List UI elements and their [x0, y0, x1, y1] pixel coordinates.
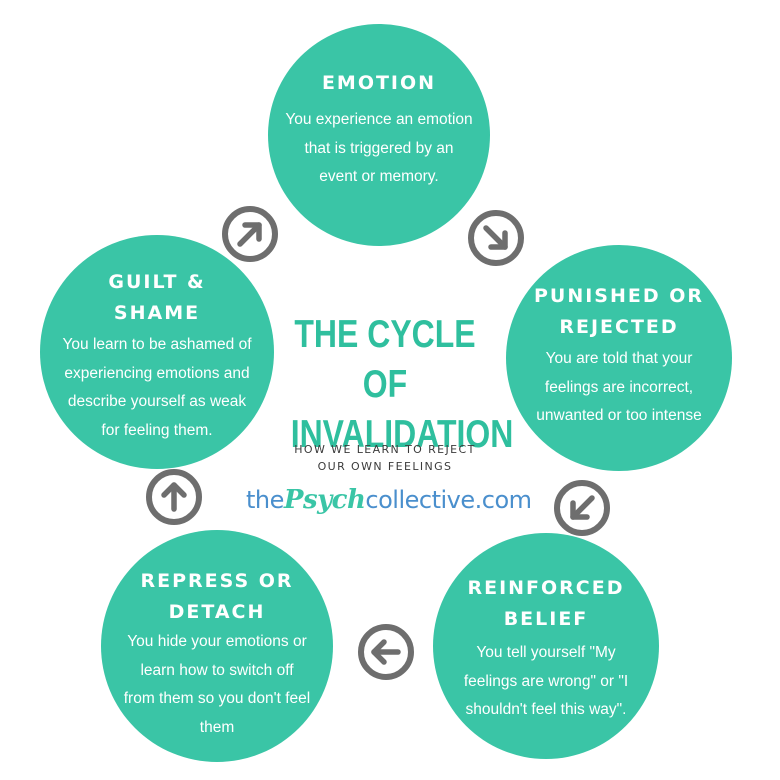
title-line: REPRESS OR: [140, 570, 294, 592]
node-guilt-title: GUILT & SHAME: [40, 267, 274, 329]
arrow-left-icon: [358, 624, 414, 680]
desc-line: feelings are wrong" or "I: [463, 672, 629, 690]
title-line: DETACH: [168, 601, 266, 623]
desc-line: event or memory.: [319, 168, 439, 185]
arrow-up-icon: [146, 469, 202, 525]
desc-line: feelings are incorrect,: [544, 378, 694, 396]
node-repress-or-detach: REPRESS OR DETACH You hide your emotions…: [101, 530, 333, 762]
node-guilt-desc: You learn to be ashamed of experiencing …: [40, 331, 274, 445]
node-punished-or-rejected: PUNISHED OR REJECTED You are told that y…: [506, 245, 732, 471]
title-line: REINFORCED: [467, 577, 625, 599]
logo-prefix: the: [246, 486, 284, 514]
title-line: GUILT &: [108, 271, 206, 293]
node-reinforced-title: REINFORCED BELIEF: [433, 573, 659, 635]
title-line: REJECTED: [559, 316, 679, 338]
brand-logo: thePsychcollective.com: [246, 485, 536, 519]
desc-line: learn how to switch off: [140, 661, 294, 679]
desc-line: You are told that your: [545, 350, 693, 367]
desc-line: describe yourself as weak: [67, 393, 247, 410]
node-emotion-title: EMOTION: [321, 72, 437, 94]
desc-line: for feeling them.: [101, 421, 213, 439]
node-emotion-desc: You experience an emotion that is trigge…: [268, 106, 490, 192]
title-line: SHAME: [113, 302, 201, 324]
logo-suffix: collective.com: [365, 486, 532, 514]
desc-line: You hide your emotions or: [127, 633, 307, 650]
desc-line: You tell yourself "My: [476, 644, 616, 661]
desc-line: unwanted or too intense: [536, 407, 702, 424]
arrow-down-left-icon: [554, 480, 610, 536]
title-line-1: THE CYCLE OF: [294, 313, 476, 406]
arrow-down-right-icon: [468, 210, 524, 266]
arrow-up-right-icon: [222, 206, 278, 262]
diagram-title: THE CYCLE OF INVALIDATION: [290, 310, 514, 460]
desc-line: from them so you don't feel: [123, 690, 311, 707]
node-guilt-and-shame: GUILT & SHAME You learn to be ashamed of…: [40, 235, 274, 469]
node-repress-title: REPRESS OR DETACH: [101, 566, 333, 628]
subtitle-line-1: HOW WE LEARN TO REJECT: [294, 443, 476, 456]
desc-line: them: [199, 718, 235, 736]
subtitle-line-2: OUR OWN FEELINGS: [317, 460, 453, 473]
desc-line: shouldn't feel this way".: [465, 701, 627, 718]
logo-brand: Psych: [283, 485, 366, 515]
desc-line: You learn to be ashamed of: [62, 336, 252, 353]
node-reinforced-belief: REINFORCED BELIEF You tell yourself "My …: [433, 533, 659, 759]
desc-line: that is triggered by an: [304, 139, 454, 157]
diagram-subtitle: HOW WE LEARN TO REJECT OUR OWN FEELINGS: [270, 441, 500, 475]
node-repress-desc: You hide your emotions or learn how to s…: [101, 628, 333, 742]
title-line-2: INVALIDATION: [290, 413, 514, 456]
title-line: BELIEF: [503, 608, 589, 630]
desc-line: experiencing emotions and: [64, 364, 250, 382]
node-punished-desc: You are told that your feelings are inco…: [506, 345, 732, 431]
title-line: PUNISHED OR: [533, 285, 705, 307]
node-punished-title: PUNISHED OR REJECTED: [506, 281, 732, 343]
node-emotion: EMOTION You experience an emotion that i…: [268, 24, 490, 246]
desc-line: You experience an emotion: [285, 111, 473, 128]
node-reinforced-desc: You tell yourself "My feelings are wrong…: [433, 639, 659, 725]
